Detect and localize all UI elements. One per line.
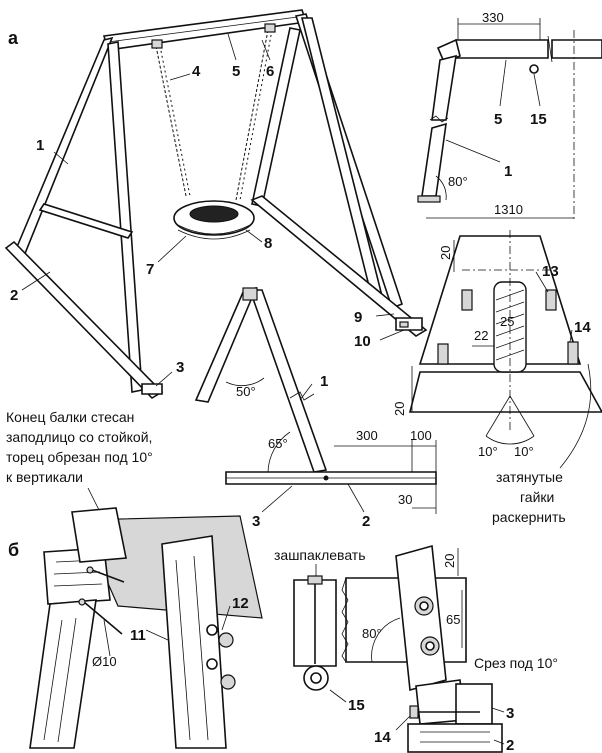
dim-20-a: 20 <box>438 246 453 260</box>
angle-80-bottom: 80° <box>362 626 382 641</box>
dim-20-b: 20 <box>392 402 407 416</box>
side-callout-1: 1 <box>504 163 512 180</box>
left-back-leg <box>107 41 143 393</box>
right-front-leg <box>300 17 383 299</box>
callout-4: 4 <box>192 63 201 80</box>
side-callout-5: 5 <box>494 111 502 128</box>
callout-3: 3 <box>176 359 184 376</box>
note-nuts-3: раскернить <box>492 509 566 525</box>
left-brace <box>38 203 134 239</box>
bracket-ground-beam <box>407 723 503 753</box>
dim-30: 30 <box>398 492 412 507</box>
beam-end-note: Конец балки стесан заподлицо со стойкой,… <box>6 409 153 537</box>
angle-50: 50° <box>236 384 256 399</box>
top-beam <box>102 9 308 51</box>
note-beam-1: Конец балки стесан <box>6 409 134 425</box>
left-ground-beam <box>4 240 164 400</box>
dim-22: 22 <box>474 328 488 343</box>
bracket-callout-15: 15 <box>348 697 365 714</box>
tire-seat <box>173 200 255 240</box>
side-beam <box>455 39 549 59</box>
note-cut: Срез под 10° <box>474 655 558 671</box>
note-beam-2: заподлицо со стойкой, <box>6 429 152 445</box>
swing-chains <box>151 23 276 201</box>
dim-300: 300 <box>356 428 378 443</box>
side-callout-15: 15 <box>530 111 547 128</box>
callout-6: 6 <box>266 63 274 80</box>
node-callout-13: 13 <box>542 263 559 280</box>
angle-80-top: 80° <box>448 174 468 189</box>
closeup-post-left <box>29 599 97 749</box>
dim-330: 330 <box>482 10 504 25</box>
joint-detail: 20 22 25 20 10° 10° 13 14 затянутые гайк… <box>392 230 602 525</box>
closeup-callout-11: 11 <box>130 627 146 644</box>
bracket-callout-2: 2 <box>506 737 514 753</box>
closeup-callout-12: 12 <box>232 595 249 612</box>
note-nuts-2: гайки <box>520 489 554 505</box>
side-leg-lower <box>421 122 447 197</box>
note-beam-4: к вертикали <box>6 469 83 485</box>
joint-closeup: б Ø10 11 12 <box>8 507 263 749</box>
callout-2: 2 <box>10 287 18 304</box>
callout-7: 7 <box>146 261 154 278</box>
dim-20-c: 20 <box>442 554 457 568</box>
note-putty: зашпаклевать <box>274 547 366 563</box>
note-beam-3: торец обрезан под 10° <box>6 449 153 465</box>
section-label-a: а <box>8 28 19 48</box>
dim-1310: 1310 <box>494 202 523 217</box>
bracket-callout-14: 14 <box>374 729 391 746</box>
bracket-leg <box>395 544 447 692</box>
bracket-callout-3: 3 <box>506 705 514 722</box>
side-view: 330 1310 80° 5 15 1 <box>417 10 602 220</box>
section-label-b: б <box>8 540 19 560</box>
angle-10-right: 10° <box>514 444 534 459</box>
callout-8: 8 <box>264 235 272 252</box>
callout-1: 1 <box>36 137 44 154</box>
right-ground-beam <box>250 195 428 337</box>
aframe-right-leg <box>248 289 328 473</box>
callout-9: 9 <box>354 309 362 326</box>
angle-10-left: 10° <box>478 444 498 459</box>
dim-dia-10: Ø10 <box>92 654 117 669</box>
callout-10: 10 <box>354 333 371 350</box>
side-leg-upper <box>431 54 457 121</box>
aframe-callout-1: 1 <box>320 373 328 390</box>
dim-65: 65 <box>446 612 460 627</box>
note-nuts-1: затянутые <box>496 469 563 485</box>
aframe-callout-2: 2 <box>362 513 370 530</box>
node-callout-14: 14 <box>574 319 591 336</box>
angle-65: 65° <box>268 436 288 451</box>
aframe-detail: 50° 65° 300 100 30 1 2 3 <box>194 286 437 530</box>
right-inner-leg <box>251 27 301 207</box>
dim-100: 100 <box>410 428 432 443</box>
callout-5: 5 <box>232 63 240 80</box>
bracket-detail: зашпаклевать 15 20 65 80° Срез под 10° 1… <box>274 544 558 753</box>
swing-overview: а <box>4 9 428 400</box>
aframe-callout-3: 3 <box>252 513 260 530</box>
dim-25: 25 <box>500 314 514 329</box>
